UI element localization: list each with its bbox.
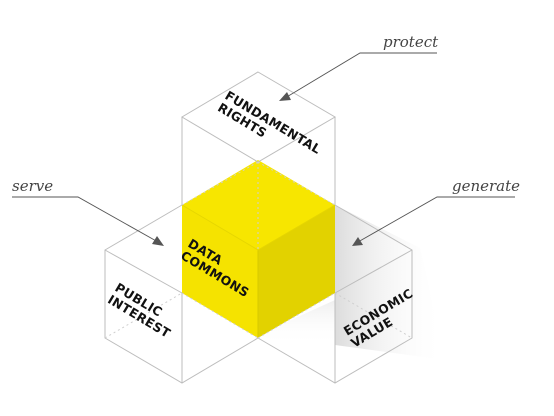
public-interest-box <box>104 204 259 384</box>
cube-shadow-bottom <box>258 300 335 345</box>
callout-serve: serve <box>12 177 164 246</box>
callout-protect-text: protect <box>383 33 439 51</box>
callout-generate: generate <box>352 177 520 246</box>
callout-generate-text: generate <box>452 177 520 195</box>
callout-generate-leader <box>357 196 515 243</box>
callout-generate-arrow <box>352 237 363 246</box>
fundamental-rights-box <box>181 71 336 250</box>
data-commons-cube-left-face <box>182 205 258 338</box>
callout-serve-arrow <box>152 236 164 246</box>
label-public-interest: PUBLIC INTEREST <box>105 280 173 341</box>
cube-inner-edge <box>257 204 336 251</box>
callout-serve-text: serve <box>12 177 53 195</box>
callout-protect-arrow <box>279 92 291 101</box>
label-fundamental-rights: FUNDAMENTAL RIGHTS <box>215 88 323 157</box>
callout-serve-leader <box>12 196 159 243</box>
economic-value-box <box>257 204 413 384</box>
cube-shadow-right <box>335 205 445 360</box>
callout-protect-leader <box>284 52 437 99</box>
callout-protect: protect <box>279 33 439 101</box>
data-commons-cube-right-face <box>258 205 335 338</box>
cube-inner-edge <box>181 204 259 251</box>
